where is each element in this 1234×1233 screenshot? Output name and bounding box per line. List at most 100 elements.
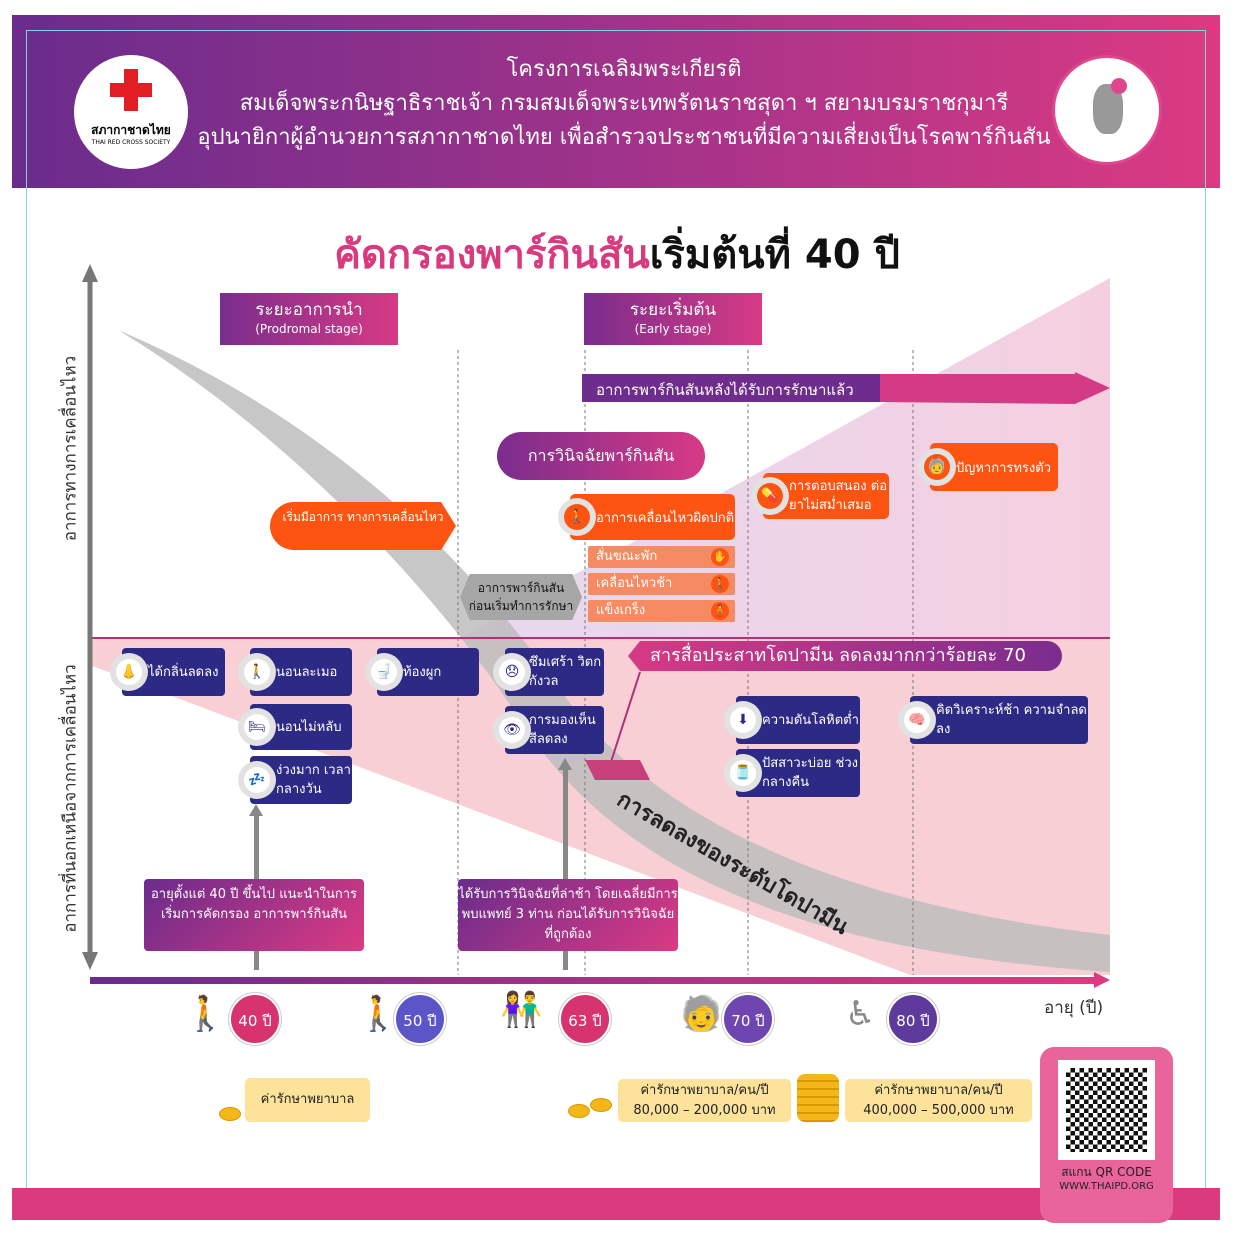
coin-icon (219, 1107, 241, 1121)
nonmotor-insomnia: 🛏นอนไม่หลับ (238, 704, 352, 750)
stage-title: ระยะเริ่มต้น (629, 300, 717, 320)
dopamine-decline-band (118, 330, 1110, 972)
y-axis-arrow-down (82, 952, 98, 970)
hand-icon: ✋ (711, 548, 729, 566)
header-line-1: โครงการเฉลิมพระเกียรติ (506, 57, 742, 82)
sleepy-desk-icon: 💤 (238, 761, 276, 799)
motor-fluctuation-text: การตอบสนอง ต่อยาไม่สม่ำเสมอ (789, 479, 888, 513)
medicine-icon: 💊 (751, 477, 789, 515)
couple-icon: 👫 (500, 990, 543, 1030)
nonmotor-smell: 👃ได้กลิ่นลดลง (110, 648, 225, 696)
pointer-arrow-63 (563, 765, 568, 970)
motor-sub-text: เคลื่อนไหวช้า (596, 576, 673, 591)
stage-subtitle: (Prodromal stage) (255, 322, 363, 336)
stage-subtitle: (Early stage) (634, 322, 712, 336)
nonmotor-text: ปัสสาวะบ่อย ช่วงกลางคืน (762, 756, 858, 790)
header-line-2: สมเด็จพระกนิษฐาธิราชเจ้า กรมสมเด็จพระเทพ… (239, 91, 1009, 116)
brain-icon: 🧠 (898, 701, 936, 739)
motor-sub-rigidity: แข็งเกร็ง 🧍 (588, 600, 735, 622)
x-axis-arrow (1094, 972, 1110, 988)
nonmotor-text: ง่วงมาก เวลากลางวัน (276, 763, 351, 797)
bladder-icon: 🫙 (724, 754, 762, 792)
motor-onset-label: เริ่มมีอาการ ทางการเคลื่อนไหว (270, 502, 456, 550)
nose-icon: 👃 (110, 653, 148, 691)
motor-sub-text: สั่นขณะพัก (596, 549, 658, 564)
coin-stack-icon (797, 1074, 839, 1122)
y-axis-label-motor-text: อาการทางการเคลื่อนไหว (60, 355, 81, 542)
nonmotor-rbd: 🚶นอนละเมอ (238, 648, 352, 696)
qr-label: สแกน QR CODE (1061, 1165, 1152, 1179)
nonmotor-depression: 😞ซึมเศร้า วิตกกังวล (493, 648, 604, 696)
dopamine-banner: สารสื่อประสาทโดปามีน ลดลงมากกว่าร้อยละ 7… (628, 641, 1062, 671)
coins-icon (590, 1098, 612, 1112)
person-icon: 🧍 (711, 602, 729, 620)
nonmotor-text: ได้กลิ่นลดลง (148, 664, 219, 680)
age-marker-70: 70 ปี (722, 993, 774, 1045)
arrow-down-icon: ⬇ (724, 701, 762, 739)
page-title: คัดกรองพาร์กินสันเริ่มต้นที่ 40 ปี (0, 222, 1234, 286)
nonmotor-color-vision: 👁การมองเห็น สีลดลง (493, 706, 604, 754)
thaipd-logo (1052, 55, 1162, 165)
y-axis-label-motor: อาการทางการเคลื่อนไหว (50, 345, 90, 545)
note-late-diagnosis: ได้รับการวินิจฉัยที่ล่าช้า โดยเฉลี่ยมีกา… (458, 879, 678, 951)
eye-icon: 👁 (493, 711, 531, 749)
motor-sub-tremor: สั่นขณะพัก ✋ (588, 546, 735, 568)
age-marker-63: 63 ปี (559, 993, 611, 1045)
sleepwalk-icon: 🚶 (238, 653, 276, 691)
qr-code[interactable] (1058, 1060, 1155, 1160)
motor-abnormal-text: อาการเคลื่อนไหวผิดปกติ (596, 510, 735, 526)
bed-icon: 🛏 (238, 708, 276, 746)
stage-early: ระยะเริ่มต้น (Early stage) (584, 293, 762, 345)
motor-balance-text: ปัญหาการทรงตัว (956, 460, 1051, 476)
red-cross-logo: สภากาชาดไทย THAI RED CROSS SOCIETY (74, 55, 188, 169)
y-axis-label-nonmotor: อาการที่นอกเหนือจากการเคลื่อนไหว (50, 650, 90, 940)
qr-panel: สแกน QR CODE WWW.THAIPD.ORG (1040, 1047, 1173, 1223)
nonmotor-text: คิดวิเคราะห์ช้า ความจำลดลง (936, 703, 1087, 737)
cost-early: ค่ารักษาพยาบาล/คน/ปี 80,000 – 200,000 บา… (618, 1079, 791, 1122)
age-marker-80: 80 ปี (887, 993, 939, 1045)
stage-prodromal: ระยะอาการนำ (Prodromal stage) (220, 293, 398, 345)
wheelchair-icon: ♿ (845, 994, 876, 1034)
nonmotor-hypotension: ⬇ความดันโลหิตต่ำ (724, 696, 860, 744)
treated-arrow-body (582, 374, 900, 402)
stage-title: ระยะอาการนำ (255, 300, 363, 320)
nonmotor-text: ท้องผูก (403, 664, 442, 680)
nonmotor-text: นอนละเมอ (276, 664, 338, 680)
footer-band (12, 1188, 1220, 1220)
note-screening-age: อายุตั้งแต่ 40 ปี ขึ้นไป แนะนำในการเริ่ม… (144, 879, 364, 951)
elderly-cane-icon: 🧓 (918, 448, 956, 486)
header-banner: โครงการเฉลิมพระเกียรติ สมเด็จพระกนิษฐาธิ… (12, 15, 1220, 188)
nonmotor-text: ความดันโลหิตต่ำ (762, 712, 859, 728)
banner-leader-line (609, 671, 641, 766)
title-black: เริ่มต้นที่ 40 ปี (649, 232, 900, 278)
cost-prodromal: ค่ารักษาพยาบาล (245, 1078, 370, 1122)
nonmotor-text: การมองเห็น สีลดลง (529, 713, 596, 747)
elderly-cane-icon: 🧓 (680, 994, 723, 1034)
adult-person-icon: 🚶 (184, 994, 227, 1034)
nonmotor-cognition: 🧠คิดวิเคราะห์ช้า ความจำลดลง (898, 696, 1088, 744)
treated-arrow-head (880, 372, 1110, 404)
logo-text-en: THAI RED CROSS SOCIETY (91, 139, 171, 146)
coins-icon (568, 1104, 590, 1118)
age-marker-50: 50 ปี (394, 993, 446, 1045)
y-axis-label-nonmotor-text: อาการที่นอกเหนือจากการเคลื่อนไหว (60, 664, 81, 933)
header-line-3: อุปนายิกาผู้อำนวยการสภากาชาดไทย เพื่อสำร… (197, 125, 1051, 150)
motor-sub-slowness: เคลื่อนไหวช้า 🚶 (588, 573, 735, 595)
nonmotor-nocturia: 🫙ปัสสาวะบ่อย ช่วงกลางคืน (724, 749, 860, 797)
motor-sub-text: แข็งเกร็ง (596, 603, 646, 618)
walking-icon: 🚶 (711, 575, 729, 593)
logo-text-th: สภากาชาดไทย (91, 123, 171, 137)
header-text: โครงการเฉลิมพระเกียรติ สมเด็จพระกนิษฐาธิ… (196, 53, 1052, 155)
motor-fluctuation: 💊การตอบสนอง ต่อยาไม่สม่ำเสมอ (751, 473, 889, 519)
cost-advanced: ค่ารักษาพยาบาล/คน/ปี 400,000 – 500,000 บ… (845, 1079, 1032, 1122)
adult-person-icon: 🚶 (357, 994, 400, 1034)
nonmotor-constipation: 🚽ท้องผูก (365, 648, 479, 696)
website-link[interactable]: WWW.THAIPD.ORG (1059, 1181, 1154, 1192)
y-axis-arrow-up (82, 264, 98, 282)
title-pink: คัดกรองพาร์กินสัน (334, 232, 650, 278)
nonmotor-sleepiness: 💤ง่วงมาก เวลากลางวัน (238, 756, 352, 804)
motor-balance: 🧓ปัญหาการทรงตัว (918, 443, 1058, 491)
toilet-icon: 🚽 (365, 653, 403, 691)
dopamine-threshold-mark (585, 760, 650, 780)
diagnosis-pill: การวินิจฉัยพาร์กินสัน (497, 432, 705, 480)
